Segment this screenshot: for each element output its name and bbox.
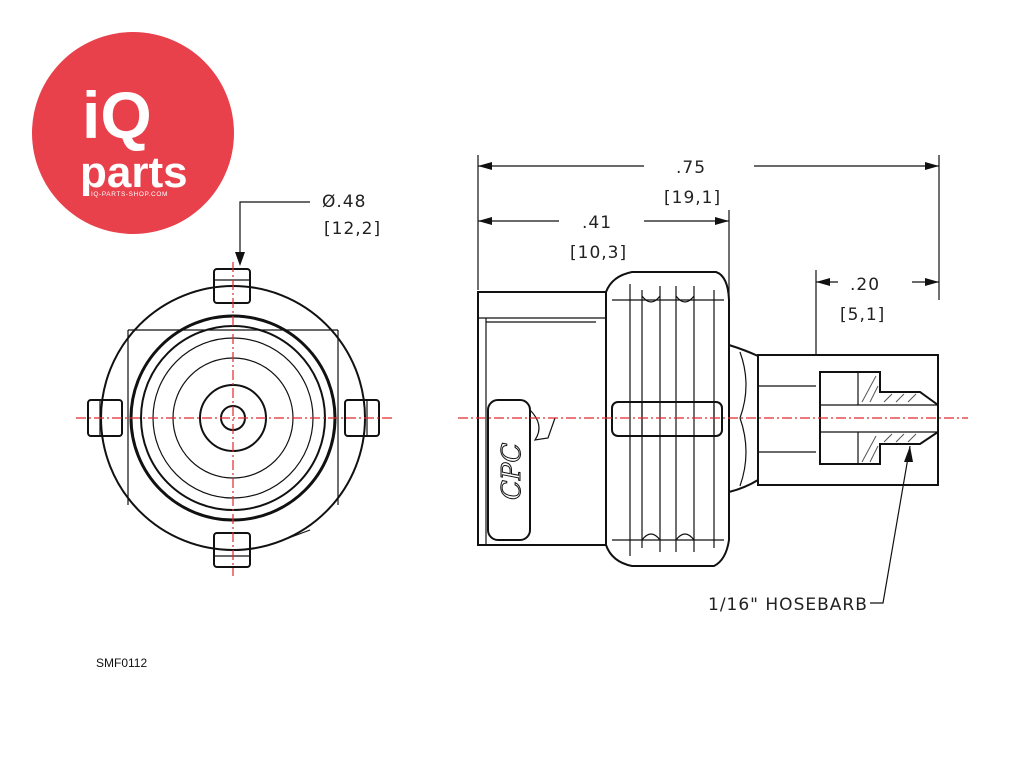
logo-circle	[32, 32, 234, 234]
logo-brand-bottom: parts	[80, 148, 188, 197]
cpc-mark-panel	[487, 399, 531, 541]
logo-brand-top: iQ	[82, 78, 152, 152]
body-length-label: .41	[582, 213, 612, 233]
diameter-label: Ø.48	[322, 192, 366, 212]
top-lug	[213, 268, 251, 304]
overall-length-label: .75	[676, 158, 706, 178]
logo-website: IQ-PARTS-SHOP.COM	[91, 191, 168, 198]
overall-length-metric: [19,1]	[664, 188, 721, 208]
diameter-leader	[239, 201, 310, 262]
diameter-metric: [12,2]	[324, 219, 381, 239]
front-view: Ø.48 [12,2]	[76, 192, 392, 576]
hosebarb-leader	[870, 445, 911, 604]
cpc-mark: CPC	[497, 443, 527, 500]
body-length-metric: [10,3]	[570, 243, 627, 263]
part-number: SMF0112	[96, 656, 148, 670]
hose-barb-body	[757, 354, 939, 486]
iq-parts-logo: iQ parts IQ-PARTS-SHOP.COM	[32, 32, 234, 234]
hosebarb-callout: 1/16" HOSEBARB	[708, 595, 868, 615]
coupling-collar	[605, 271, 730, 567]
bottom-lug	[213, 532, 251, 568]
side-view: .75 [19,1] .41 [10,3] .20 [5,1] CPC	[458, 155, 968, 615]
barb-length-metric: [5,1]	[840, 305, 885, 325]
barb-length-label: .20	[850, 275, 880, 295]
latch-bar	[611, 401, 723, 437]
